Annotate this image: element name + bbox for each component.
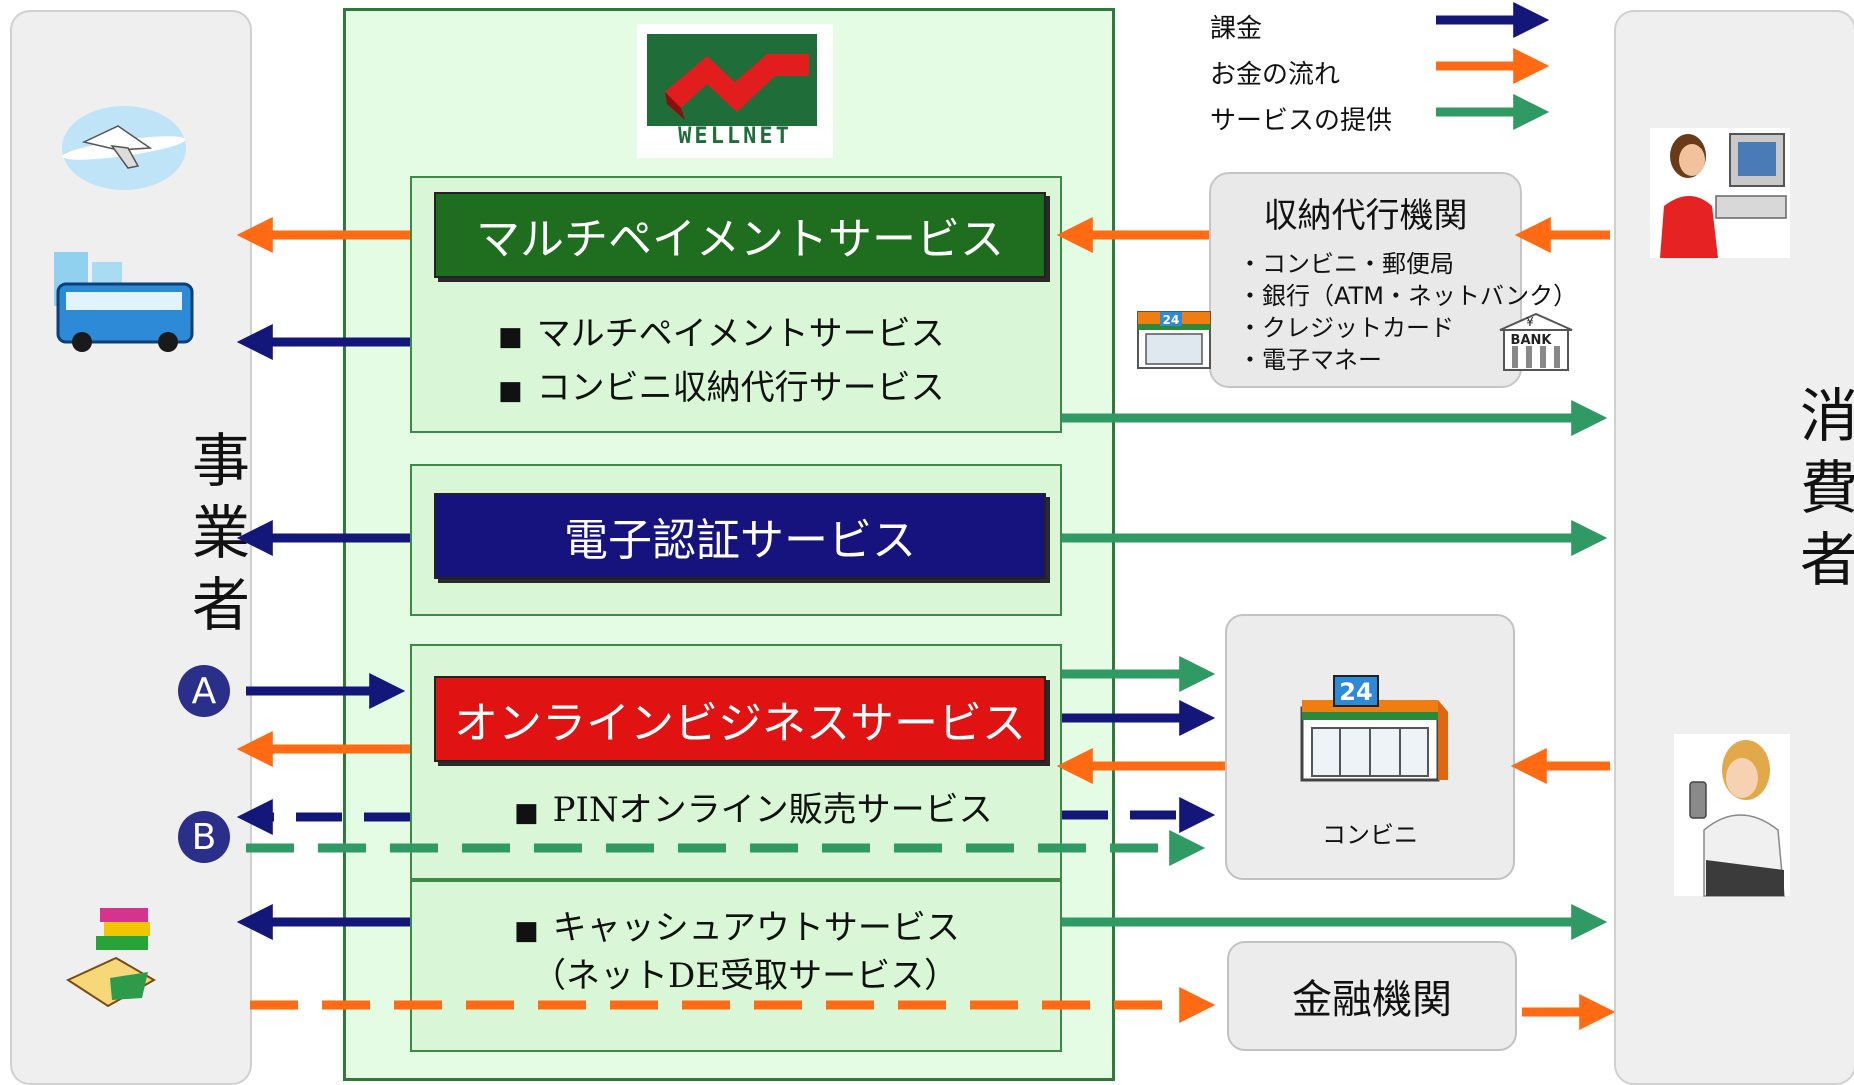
bullet-square-icon: ■ — [498, 376, 523, 406]
woman-phone-icon — [1674, 734, 1790, 897]
bus-icon — [54, 252, 194, 352]
online-business-service-title: オンラインビジネスサービス — [434, 676, 1046, 762]
collection-agency-title: 収納代行機関 — [1263, 196, 1468, 236]
convenience-store-large-icon: 24 — [1300, 675, 1448, 782]
cashout-item-1: ■ キャッシュアウトサービス — [514, 900, 960, 949]
bullet-square-icon: ■ — [514, 798, 539, 828]
convenience-store-label: コンビニ — [1322, 821, 1418, 849]
consumer-label-text: 消費者 — [1790, 385, 1854, 601]
legend-money-label: お金の流れ — [1210, 60, 1341, 90]
yen-sign: ¥ — [1526, 315, 1534, 329]
agency-item-2: ・銀行（ATM・ネットバンク） — [1238, 282, 1578, 310]
wellnet-logo-text: WELLNET — [678, 124, 792, 149]
collection-agency-box: 収納代行機関 ・コンビニ・郵便局 ・銀行（ATM・ネットバンク） ・クレジットカ… — [1209, 172, 1577, 388]
badge-b: B — [178, 811, 230, 863]
agency-item-4: ・電子マネー — [1238, 346, 1382, 374]
legend-service-label: サービスの提供 — [1210, 106, 1393, 136]
books-icon — [65, 908, 157, 1008]
consumer-label: 消費者 — [1698, 385, 1854, 601]
multipayment-item-1-text: マルチペイメントサービス — [536, 314, 945, 354]
agency-item-3: ・クレジットカード — [1238, 314, 1454, 342]
online-business-item-1: ■ PINオンライン販売サービス — [514, 782, 993, 831]
legend-billing-label: 課金 — [1210, 14, 1263, 44]
online-business-item-1-text: PINオンライン販売サービス — [552, 790, 993, 830]
woman-computer-icon — [1650, 128, 1790, 258]
cashout-item-1-text: キャッシュアウトサービス — [552, 908, 960, 948]
cashout-service-box — [410, 880, 1062, 1052]
financial-institution-label: 金融機関 — [1292, 977, 1452, 1023]
bank-icon: BANK ¥ — [1499, 312, 1573, 371]
small-store-sign: 24 — [1163, 313, 1180, 327]
financial-institution-box: 金融機関 — [1227, 941, 1517, 1051]
multipayment-item-1: ■ マルチペイメントサービス — [498, 306, 945, 355]
multipayment-item-2-text: コンビニ収納代行サービス — [536, 368, 945, 408]
airplane-icon — [62, 106, 186, 190]
convenience-store-icon: 24 — [1137, 311, 1211, 369]
agency-item-1: ・コンビニ・郵便局 — [1238, 250, 1454, 278]
wellnet-logo-mark — [647, 34, 817, 152]
e-auth-service-title: 電子認証サービス — [434, 493, 1046, 579]
bullet-square-icon: ■ — [514, 916, 539, 946]
cashout-subtitle: （ネットDE受取サービス） — [532, 956, 959, 996]
bank-sign: BANK — [1511, 333, 1553, 348]
multipayment-item-2: ■ コンビニ収納代行サービス — [498, 360, 945, 409]
large-store-sign: 24 — [1339, 678, 1372, 706]
badge-a: A — [178, 665, 230, 717]
multipayment-service-title: マルチペイメントサービス — [434, 192, 1046, 278]
wellnet-logo: WELLNET — [637, 24, 833, 158]
bullet-square-icon: ■ — [498, 322, 523, 352]
